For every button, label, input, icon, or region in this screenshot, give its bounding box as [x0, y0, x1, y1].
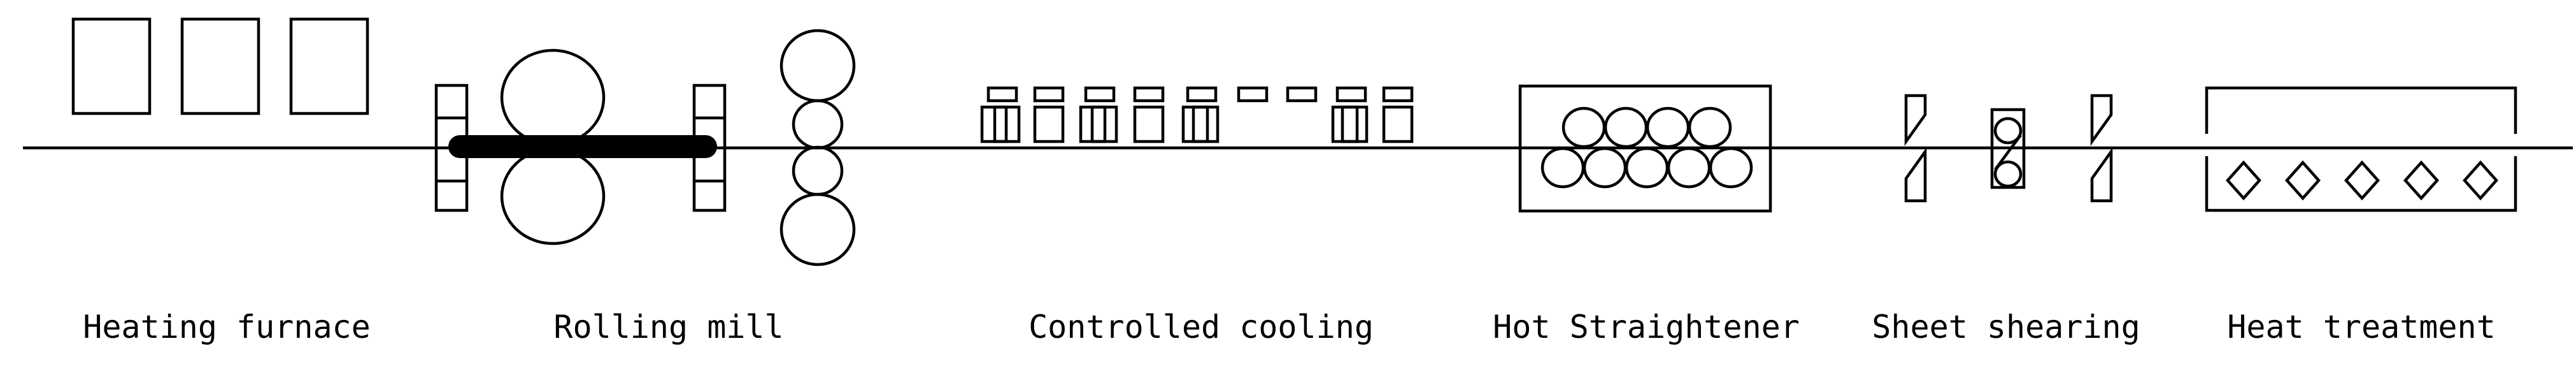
heat-treatment-label: Heat treatment: [2227, 309, 2496, 345]
controlled-cooling-label: Controlled cooling: [1028, 309, 1374, 345]
heating-furnace-icon: [71, 17, 369, 115]
rolling-mill-icon: [434, 29, 856, 266]
sheet-shearing-icon: [1904, 94, 2113, 203]
hot-straightener-label: Hot Straightener: [1493, 309, 1800, 345]
hot-straightener-icon: [1518, 84, 1772, 213]
heating-furnace-label: Heating furnace: [83, 309, 371, 345]
controlled-cooling-icon: [980, 86, 1414, 143]
rolling-mill-label: Rolling mill: [553, 309, 784, 345]
sheet-shearing-label: Sheet shearing: [1872, 309, 2140, 345]
heat-treatment-icon: [2205, 86, 2517, 212]
